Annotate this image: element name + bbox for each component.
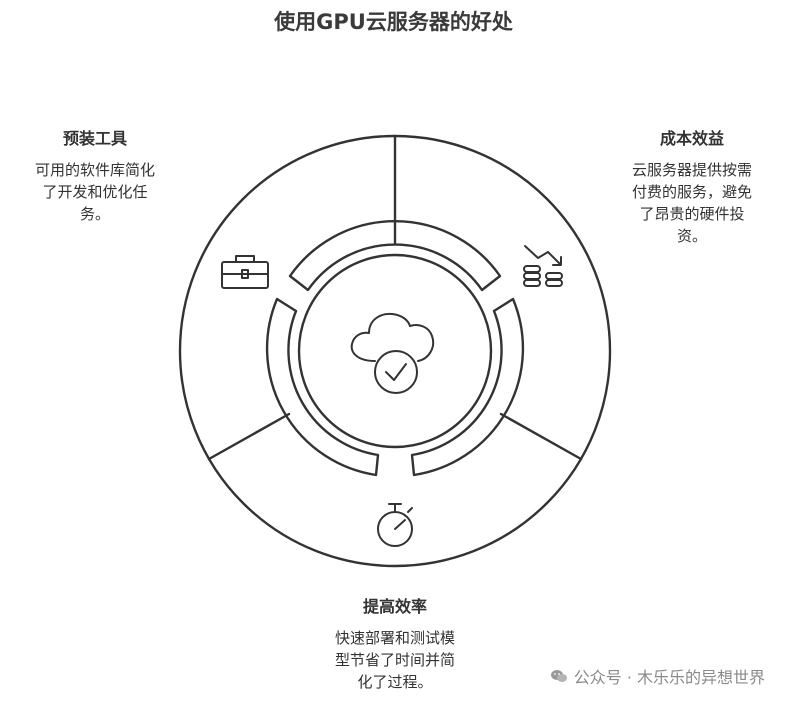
divider-lower-right bbox=[499, 412, 583, 461]
description-line: 了开发和优化任 bbox=[42, 183, 148, 201]
description-line: 资。 bbox=[676, 227, 707, 245]
divider-lower-left bbox=[207, 412, 291, 461]
stopwatch-icon bbox=[377, 503, 413, 547]
description-line: 可用的软件库简化 bbox=[34, 161, 155, 179]
description-line: 云服务器提供按需 bbox=[631, 161, 752, 179]
section-heading-efficiency: 提高效率 bbox=[362, 597, 427, 616]
section-description-cost-effectiveness: 云服务器提供按需 付费的服务，避免 了昂贵的硬件投 资。 bbox=[607, 159, 777, 247]
wechat-icon bbox=[550, 670, 567, 682]
inner-hub bbox=[297, 253, 493, 449]
description-line: 务。 bbox=[79, 205, 110, 223]
section-heading-cost-effectiveness: 成本效益 bbox=[659, 129, 724, 148]
arc-segment-top bbox=[288, 220, 502, 292]
section-description-preinstalled-tools: 可用的软件库简化 了开发和优化任 务。 bbox=[10, 159, 180, 225]
description-line: 型节省了时间并简 bbox=[334, 651, 455, 669]
description-line: 化了过程。 bbox=[357, 673, 433, 691]
arc-segment-left bbox=[265, 297, 380, 477]
cost-down-coins-icon bbox=[523, 245, 563, 287]
watermark: 公众号 · 木乐乐的异想世界 bbox=[550, 664, 765, 688]
description-line: 了昂贵的硬件投 bbox=[639, 205, 745, 223]
description-line: 付费的服务，避免 bbox=[631, 183, 752, 201]
toolbox-icon bbox=[221, 255, 269, 289]
description-line: 快速部署和测试模 bbox=[334, 629, 455, 647]
diagram-title: 使用GPU云服务器的好处 bbox=[274, 10, 513, 34]
section-heading-preinstalled-tools: 预装工具 bbox=[62, 129, 127, 148]
section-description-efficiency: 快速部署和测试模 型节省了时间并简 化了过程。 bbox=[310, 627, 480, 693]
cloud-check-icon bbox=[350, 312, 435, 394]
arc-segment-right bbox=[410, 297, 525, 477]
watermark-text: 公众号 · 木乐乐的异想世界 bbox=[573, 668, 765, 687]
